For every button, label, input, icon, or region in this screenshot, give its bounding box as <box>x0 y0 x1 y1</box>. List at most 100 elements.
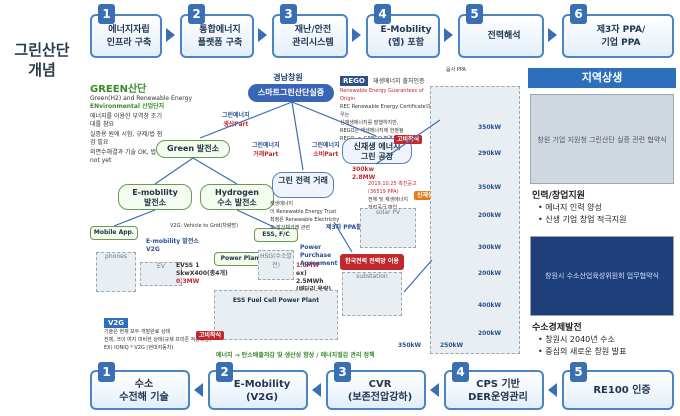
section2-bullet: • 창원시 2040년 수소 <box>538 335 615 344</box>
connector-line <box>192 157 238 185</box>
solar-panels-illustration: solar PV <box>360 208 416 248</box>
substation-illustration: substation <box>342 272 402 316</box>
green-bullet: 외면수해결과 기술 OK, 법 not yet <box>90 149 156 164</box>
bottom-step-5[interactable]: 5 RE100 인증 <box>562 362 674 410</box>
bottom-step-number: 5 <box>570 362 587 382</box>
arrow-left-icon <box>194 383 203 397</box>
green-title: GREEN산단 <box>90 84 147 95</box>
top-step-number: 4 <box>374 4 391 24</box>
top-step-number: 5 <box>466 4 483 24</box>
green-sub-1: Green(H2) and Renewable Energy <box>90 95 193 102</box>
section1-bullet: • 에너지 인력 양성 <box>538 203 602 212</box>
kepco-grid-label: 한국전력 전력망 이용 <box>340 254 404 270</box>
green-sub-2: ENvironmental 산업단지 <box>90 103 165 110</box>
top-step-4[interactable]: 4 E-Mobility(엡) 포함 <box>366 4 440 58</box>
section2-bullet: • 중심의 새로운 창원 발표 <box>538 347 627 356</box>
section1-bullet: • 신생 기업 창업 적극지원 <box>538 215 627 224</box>
bottom-step-label: RE100 인증 <box>593 385 651 396</box>
factory-capacity: 350kW <box>398 342 422 349</box>
connector-line <box>333 221 353 253</box>
top-step-label: 전력해석 <box>487 31 521 41</box>
rego-text-4: 신재생에너지를 발행하지만, <box>340 120 399 126</box>
page-title-line1: 그린산단 <box>14 41 70 59</box>
green-bullet: 실증용 원에 시험, 규제/법 점검 필요 <box>90 131 163 146</box>
gyeongnam-label: 경남창원 <box>273 73 303 82</box>
connector-line <box>113 209 156 227</box>
arrow-right-icon <box>352 28 361 42</box>
factory-capacity: 350kW <box>478 124 502 131</box>
tech-badge: 고비착식 <box>196 322 225 341</box>
connector-line <box>199 101 293 139</box>
page-title-line2: 개념 <box>28 61 56 79</box>
bottom-step-number: 1 <box>98 362 115 382</box>
top-step-number: 3 <box>280 4 297 24</box>
bottom-step-label: CVR(보존전압강하) <box>347 379 413 403</box>
bottom-step-number: 4 <box>452 362 469 382</box>
top-step-number: 2 <box>188 4 205 24</box>
connector-line <box>154 157 194 185</box>
arrow-right-icon <box>166 28 175 42</box>
arrow-left-icon <box>430 383 439 397</box>
ess-fc-node[interactable]: ESS, F/C <box>254 228 298 242</box>
factory-capacity: 250kW <box>440 342 464 349</box>
mobile-app-node[interactable]: Mobile App. <box>90 226 138 240</box>
top-step-6[interactable]: 6 제3자 PPA/기업 PPA <box>562 4 674 58</box>
bottom-step-2[interactable]: 2 E-Mobility(V2G) <box>208 362 308 410</box>
green-power-plant-node[interactable]: Green 발전소 <box>156 140 230 158</box>
fuel-cell-plant-illustration: ESS Fuel Cell Power Plant <box>214 290 338 340</box>
connector-line <box>291 101 377 137</box>
rego-text-2: Renewable Energy Guarantees of Origin <box>340 88 424 102</box>
arrow-right-icon <box>548 28 557 42</box>
agreement-photo-1: 창원 기업 지원청 그린산단 실증 관련 협약식 <box>530 94 674 184</box>
third-party-ppa-label: 제3자 PPA활용 <box>326 224 368 231</box>
factory-capacity: 290kW <box>478 150 502 157</box>
factory-capacity: 350kW <box>478 184 502 191</box>
ev-car-illustration: EV <box>140 262 182 286</box>
section1-title: 인력/창업지원 <box>532 191 585 201</box>
biz-tag: 고비착식 <box>394 126 423 145</box>
bottom-step-label: E-Mobility(V2G) <box>233 379 291 403</box>
connector-line <box>236 209 277 229</box>
section2-title: 수소경제발전 <box>532 323 582 333</box>
green-trade-notes: 재생에너지 이 Renewable Energy Trust 최정은 Renew… <box>270 201 340 231</box>
factory-capacity: 400kW <box>478 302 502 309</box>
v2g-note: V2G: Vehicle to Grid(차량망) <box>170 223 239 229</box>
rego-text-5: REGO는 재생에너지에 한정됨 <box>340 128 404 134</box>
green-trade-node[interactable]: 그린 전력 거래 <box>272 172 334 198</box>
arrow-left-icon <box>312 383 321 397</box>
top-step-label: 제3자 PPA/기업 PPA <box>596 25 646 48</box>
factory-capacity: 200kW <box>478 270 502 277</box>
bottom-step-3[interactable]: 3 CVR(보존전압강하) <box>326 362 426 410</box>
top-step-5[interactable]: 5 전력해석 <box>458 4 544 58</box>
factories-illustration <box>430 86 520 354</box>
factory-capacity: 200kW <box>478 330 502 337</box>
connector-line <box>291 101 304 171</box>
arrow-left-icon <box>548 383 557 397</box>
ppa-agreement-label: Power Purchase Agreement <box>300 244 338 267</box>
rego-badge: REGO <box>340 76 368 86</box>
bottom-step-number: 3 <box>334 362 351 382</box>
v2g-badge: V2G <box>104 318 129 328</box>
factory-legend: 옵사 PPA <box>446 67 466 73</box>
evss-box: EVSS 1 SkwX400(총4개) 0.3MW <box>176 262 228 285</box>
region-panel: 지역상생 창원 기업 지원청 그린산단 실증 관련 협약식 인력/창업지원 • … <box>528 68 676 360</box>
top-step-number: 1 <box>98 4 115 24</box>
factory-capacity: 300kW <box>478 244 502 251</box>
page-title: 그린산단 개념 <box>6 40 78 80</box>
